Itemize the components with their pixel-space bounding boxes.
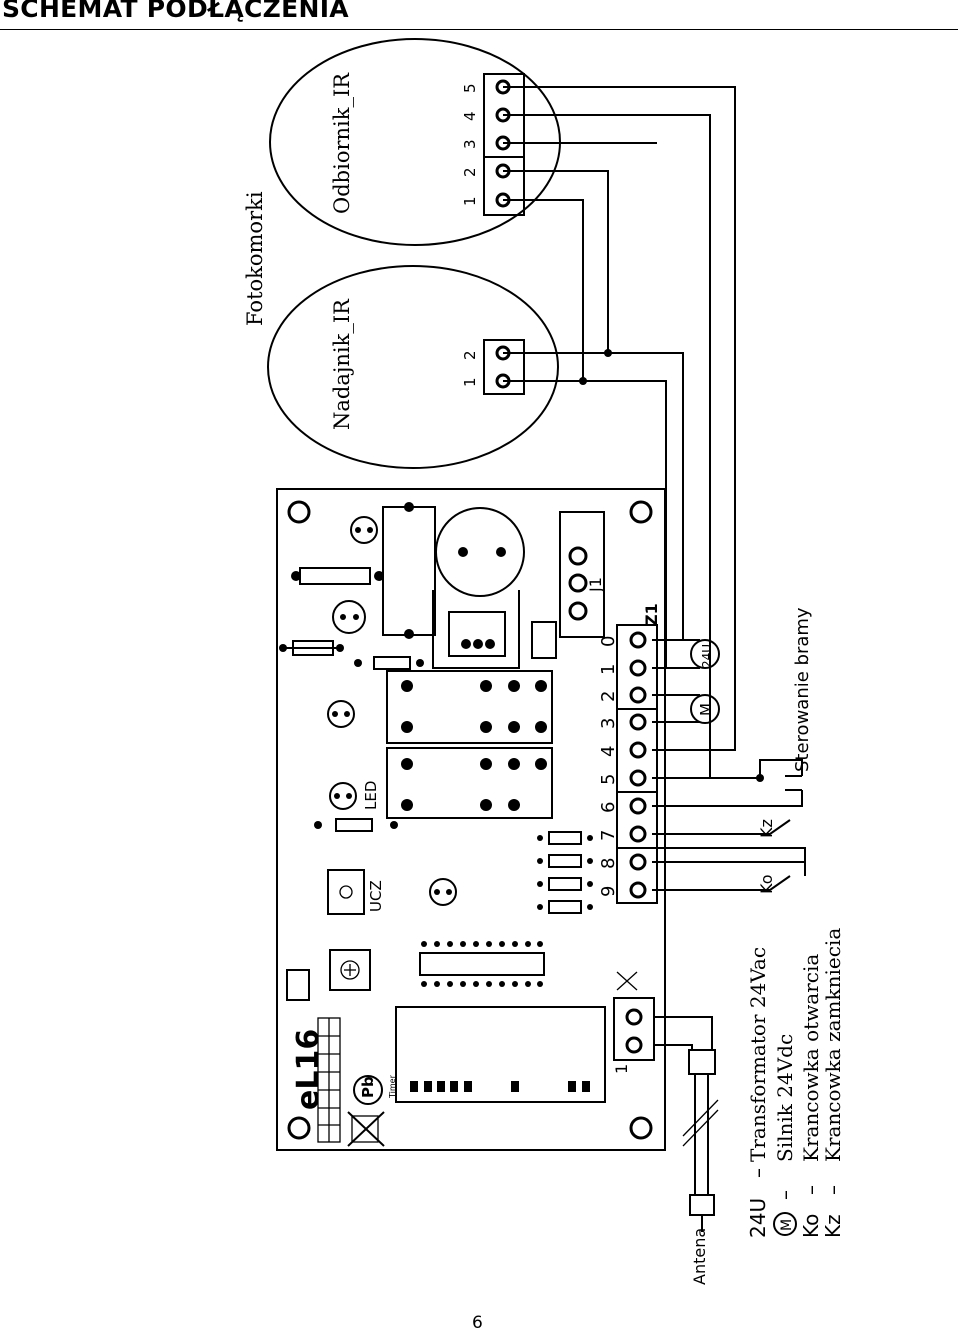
transmitter-terminal-block — [483, 339, 525, 395]
regulator-u1 — [448, 611, 506, 657]
transformer-symbol-label: 24U — [700, 644, 714, 668]
z1-terminal — [616, 624, 658, 904]
timer-pins — [410, 1081, 590, 1092]
legend-text-ko: Krancowka otwarcia — [799, 954, 823, 1162]
ic-us1 — [419, 941, 545, 987]
legend-key-transformer: 24U — [746, 1198, 770, 1238]
resistor-r3 — [299, 567, 371, 585]
external-wiring: 24U M Sterowanie bramy Kz Ko An — [652, 607, 813, 1285]
legend-dash: – — [773, 1190, 797, 1200]
mount-hole — [629, 1116, 653, 1140]
led-label: LED — [362, 781, 380, 810]
relay-pads — [401, 680, 547, 811]
pcb-outline — [276, 488, 666, 1151]
board-name: eL16 — [291, 1029, 326, 1110]
receiver-pin-2: 2 — [461, 167, 479, 177]
led — [329, 782, 357, 810]
kz-switch-label: Kz — [757, 819, 776, 838]
legend-text-transformer: Transformator 24Vac — [746, 947, 770, 1162]
z1-pin-9: 9 — [598, 886, 619, 897]
transmitter-ir: Nadajnik_IR 2 1 — [267, 265, 559, 469]
receiver-label: Odbiornik_IR — [330, 72, 354, 214]
learn-button-label: UCZ — [367, 880, 385, 912]
page-number: 6 — [472, 1313, 483, 1333]
capacitor-c8 — [350, 516, 378, 544]
capacitor-c2 — [332, 600, 366, 634]
receiver-pin-3: 3 — [461, 139, 479, 149]
svg-text:J1: J1 — [586, 577, 605, 593]
lead-free-logo — [353, 1075, 383, 1105]
pcb-board: eL16 Pb — [276, 488, 666, 1151]
ko-switch-label: Ko — [757, 875, 776, 894]
z1-label: Z1 — [642, 603, 661, 626]
photocells-label: Fotokomorki — [243, 191, 267, 326]
z1-pin-5: 5 — [598, 774, 619, 785]
relay-k1 — [382, 506, 436, 636]
connector-j1 — [559, 511, 605, 638]
resistor-r5 — [373, 656, 411, 670]
motor-symbol-label: M — [697, 703, 715, 716]
jumper-jp1 — [286, 969, 310, 1001]
capacitor-e1 — [435, 507, 525, 597]
svg-text:Pb: Pb — [359, 1076, 377, 1098]
timer-module — [395, 1006, 606, 1103]
relay-p1 — [386, 747, 553, 819]
legend-text-kz: Krancowka zamkniecia — [821, 928, 845, 1162]
legend-text-motor: Silnik 24Vdc — [773, 1034, 797, 1162]
z1-pin-8: 8 — [598, 858, 619, 869]
resistor-bank — [537, 831, 593, 914]
title-rule — [0, 29, 958, 30]
mount-hole — [287, 1116, 311, 1140]
jumper-table — [317, 1017, 341, 1143]
z1-pin-2: 2 — [598, 691, 619, 702]
antenna-pin-label: 1 — [612, 1064, 631, 1074]
gate-control-label[interactable]: Sterowanie bramy — [792, 607, 813, 772]
legend-key-kz: Kz — [821, 1214, 845, 1238]
legend: 24U – Transformator 24Vac M – Silnik 24V… — [746, 928, 845, 1238]
transmitter-pin-2: 2 — [461, 350, 479, 360]
receiver-terminal-block — [483, 73, 525, 216]
antenna-end — [689, 1194, 715, 1216]
z1-pin-7: 7 — [598, 830, 619, 841]
timer-label: Timer — [388, 1074, 397, 1099]
timer-trimmer[interactable] — [329, 949, 371, 991]
photocells-group: Fotokomorki Odbiornik_IR 5 4 3 2 1 Nadaj… — [243, 38, 561, 469]
motor-symbol — [690, 694, 720, 724]
receiver-pin-4: 4 — [461, 111, 479, 121]
mount-hole — [629, 500, 653, 524]
z1-pin-6: 6 — [598, 802, 619, 813]
z1-pin-1: 1 — [598, 664, 619, 675]
z1-pin-labels: 0 1 2 3 4 5 6 7 8 9 — [598, 636, 619, 897]
relay-p2 — [386, 670, 553, 744]
transmitter-outline — [267, 265, 559, 469]
weee-bin-icon — [347, 1111, 385, 1147]
legend-dash: – — [821, 1185, 845, 1195]
learn-button[interactable] — [327, 869, 365, 915]
legend-dash: – — [746, 1168, 770, 1178]
receiver-pin-1: 1 — [461, 196, 479, 206]
capacitor-c3 — [327, 700, 355, 728]
antenna-plug — [688, 1049, 716, 1075]
resistor-r2 — [292, 640, 334, 656]
capacitor-c4 — [429, 878, 457, 906]
legend-motor-circle — [773, 1212, 797, 1236]
photocell-wires — [503, 86, 736, 779]
z1-pin-0: 0 — [598, 636, 619, 647]
antenna-label: Antena — [690, 1228, 709, 1285]
legend-key-ko: Ko — [799, 1214, 823, 1238]
legend-key-motor: M — [779, 1219, 795, 1231]
mount-hole — [287, 500, 311, 524]
vr-block — [531, 621, 557, 659]
transmitter-label: Nadajnik_IR — [330, 298, 354, 430]
z1-pin-3: 3 — [598, 718, 619, 729]
legend-dash: – — [799, 1185, 823, 1195]
antenna-connector — [613, 997, 655, 1061]
transformer-symbol — [690, 639, 720, 669]
receiver-pin-5: 5 — [461, 83, 479, 93]
transmitter-pin-1: 1 — [461, 377, 479, 387]
page-title: SCHEMAT PODŁĄCZENIA — [2, 0, 349, 23]
diode-d1 — [335, 818, 373, 832]
z1-pin-4: 4 — [598, 746, 619, 757]
